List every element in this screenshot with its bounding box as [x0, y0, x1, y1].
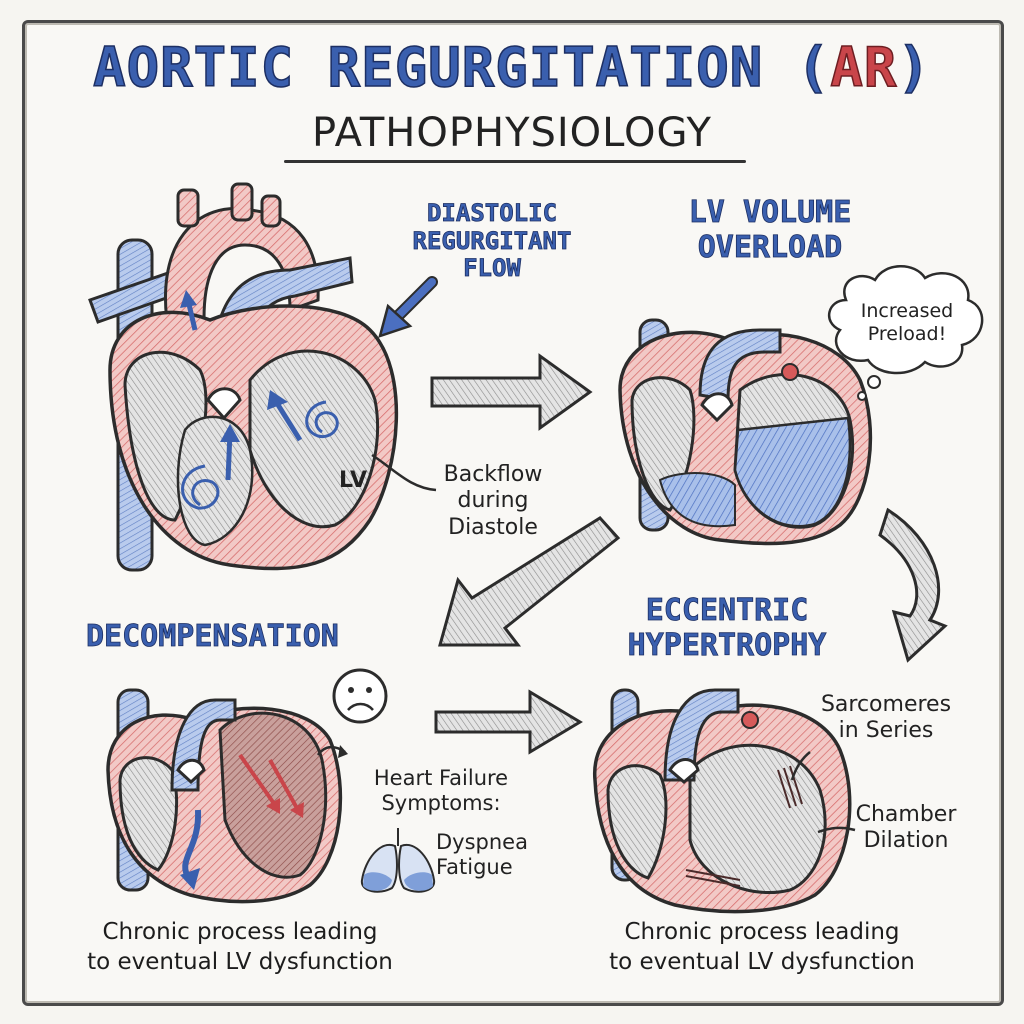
- symptom-dyspnea: Dyspnea: [436, 830, 528, 854]
- page-title: AORTIC REGURGITATION (AR): [92, 35, 931, 100]
- bubble-increased-preload: Increased Preload!: [860, 300, 954, 345]
- heart-volume-overload-illustration: [618, 318, 873, 546]
- sad-face-icon: [332, 668, 388, 724]
- subtitle-underline: [284, 160, 746, 163]
- caption-eccentric: Chronic process leading to eventual LV d…: [609, 919, 915, 975]
- heart-diastolic-illustration: [88, 182, 399, 572]
- lungs-icon: [360, 828, 436, 893]
- arrow-right-icon: [430, 353, 593, 431]
- heading-volume-overload: LV VOLUME OVERLOAD: [688, 195, 852, 265]
- heading-diastolic-flow: DIASTOLIC REGURGITANT FLOW: [412, 199, 572, 283]
- arrow-right-bottom-icon: [434, 689, 583, 755]
- heart-eccentric-illustration: [593, 688, 856, 914]
- arrow-diagonal-icon: [438, 516, 621, 647]
- caption-decompensation: Chronic process leading to eventual LV d…: [87, 919, 393, 975]
- symptom-list: Dyspnea Fatigue: [436, 830, 528, 880]
- backflow-pointer-line: [371, 453, 437, 492]
- page-subtitle: PATHOPHYSIOLOGY: [312, 110, 712, 156]
- note-sarcomeres: Sarcomeres in Series: [820, 692, 952, 744]
- heading-eccentric-hypertrophy: ECCENTRIC HYPERTROPHY: [627, 593, 827, 663]
- heart-decompensation-illustration: [106, 688, 348, 904]
- arrow-curved-down-icon: [878, 507, 948, 663]
- title-abbrev: AR: [830, 35, 898, 100]
- note-backflow: Backflow during Diastole: [443, 462, 543, 540]
- note-heart-failure-symptoms: Heart Failure Symptoms:: [373, 766, 509, 816]
- thought-bubble: [827, 265, 984, 401]
- note-chamber-dilation: Chamber Dilation: [855, 802, 957, 854]
- flow-arrow-icon: [378, 276, 438, 338]
- lv-label: LV: [338, 468, 367, 493]
- symptom-fatigue: Fatigue: [436, 855, 513, 880]
- heading-decompensation: DECOMPENSATION: [86, 619, 340, 654]
